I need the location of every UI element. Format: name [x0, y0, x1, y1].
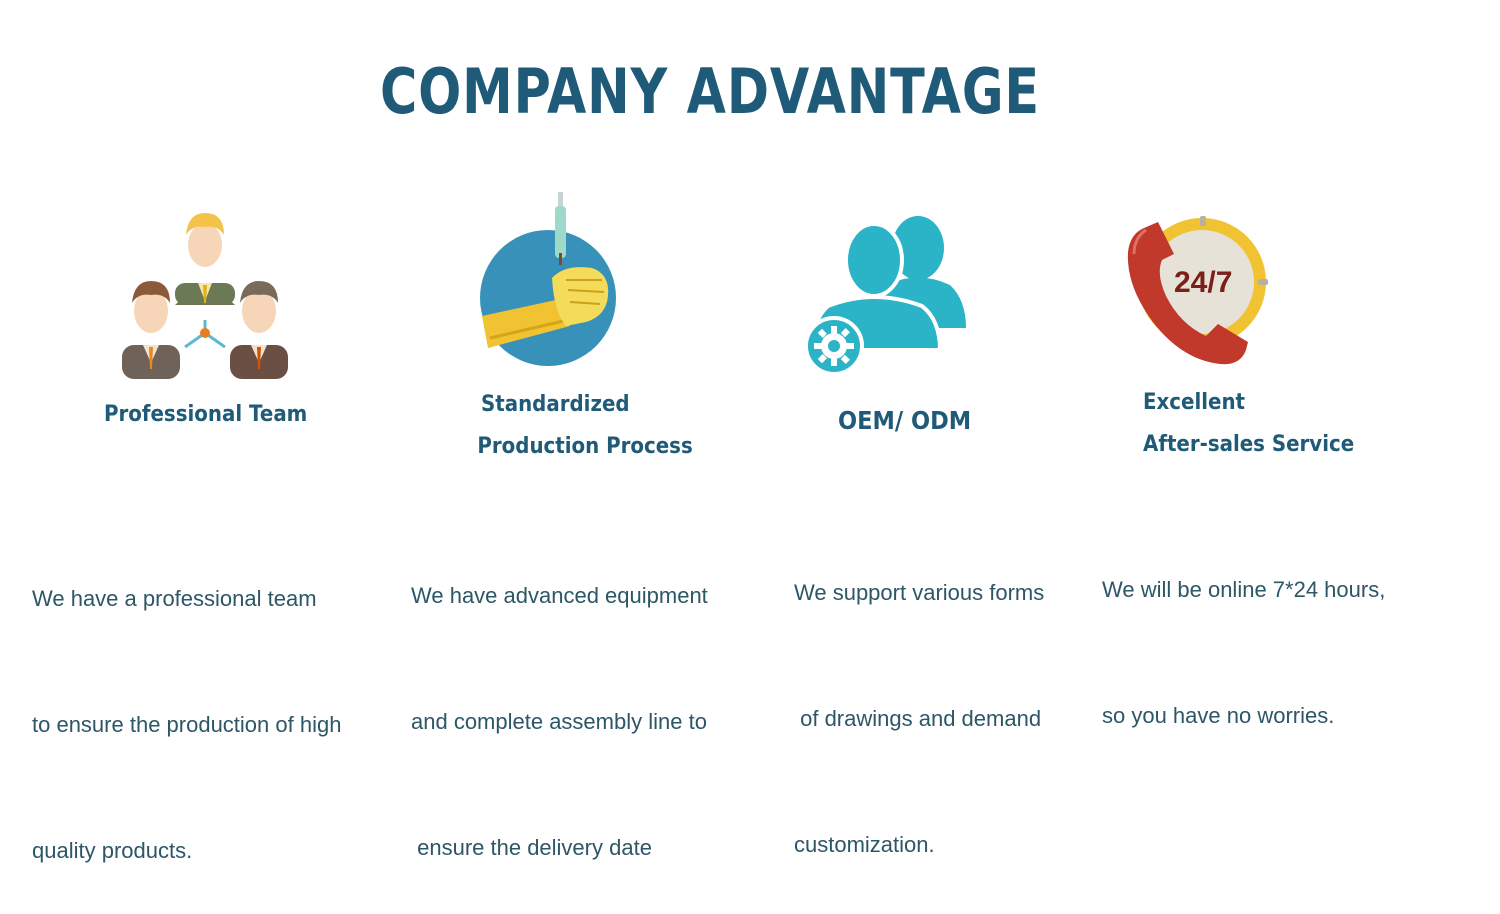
desc-line: and complete assembly line to — [411, 709, 707, 734]
production-icon — [470, 188, 630, 368]
desc-line: of drawings and demand — [794, 706, 1042, 731]
team-icon — [110, 205, 300, 390]
desc-line: We will be online 7*24 hours, — [1102, 577, 1386, 602]
badge-24-7: 24/7 — [1174, 266, 1232, 299]
oem-users-icon — [800, 210, 980, 385]
heading-line: After-sales Service — [1143, 432, 1355, 457]
heading-oem-odm: OEM/ ODM — [838, 406, 971, 436]
desc-line: customization. — [794, 832, 935, 857]
desc-line: quality products. — [32, 838, 193, 863]
page-title: COMPANY ADVANTAGE — [380, 55, 1040, 128]
desc-line: so you have no worries. — [1102, 703, 1335, 728]
heading-line: Standardized — [481, 392, 630, 417]
desc-line: We have a professional team — [32, 586, 317, 611]
desc-oem-odm: We support various forms of drawings and… — [794, 488, 1044, 908]
heading-line: Excellent — [1143, 390, 1246, 415]
heading-standardized-production: Standardized Production Process — [477, 392, 692, 460]
desc-after-sales: We will be online 7*24 hours, so you hav… — [1102, 485, 1385, 779]
desc-line: We support various forms — [794, 580, 1045, 605]
heading-line: OEM/ ODM — [838, 406, 972, 435]
heading-after-sales: Excellent After-sales Service — [1143, 390, 1354, 458]
desc-line: We have advanced equipment — [411, 583, 708, 608]
desc-standardized-production: We have advanced equipment and complete … — [411, 491, 708, 911]
desc-line: ensure the delivery date — [411, 835, 652, 860]
desc-professional-team: We have a professional team to ensure th… — [32, 494, 341, 914]
heading-line: Production Process — [477, 434, 693, 459]
heading-professional-team: Professional Team — [104, 402, 307, 428]
phone-24-7-icon: 24/7 — [1122, 210, 1272, 370]
desc-line: to ensure the production of high — [32, 712, 342, 737]
heading-line: Professional Team — [104, 402, 308, 427]
